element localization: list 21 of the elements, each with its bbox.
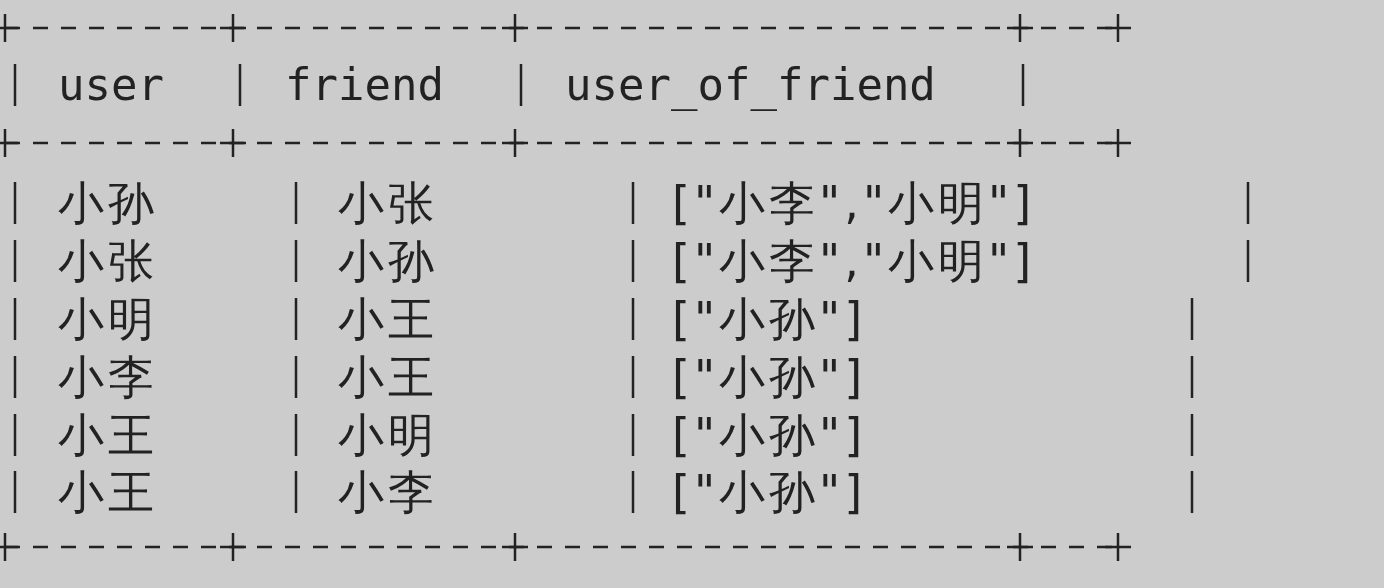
table-cell-text: 小张 <box>58 233 158 290</box>
table-cell-text: ["小孙"] <box>672 291 867 348</box>
table-cell-text: 小明 <box>58 291 158 348</box>
table-cell-text: 小王 <box>58 464 158 521</box>
table-cell-text: 小李 <box>338 464 438 521</box>
table-cell-text: 小孙 <box>338 233 438 290</box>
table-cell-text: ["小孙"] <box>672 407 867 464</box>
table-cell-text: ["小孙"] <box>672 349 867 406</box>
table-cell-text: 小李 <box>58 349 158 406</box>
table-cell-text: ["小孙"] <box>672 464 867 521</box>
table-cell-text: ["小李","小明"] <box>672 175 1036 232</box>
table-cell-text: 小王 <box>338 291 438 348</box>
table-cell-text: 小孙 <box>58 175 158 232</box>
table-cell-text: 小王 <box>338 349 438 406</box>
table-cell-text: user_of_friend <box>565 58 936 113</box>
table-cell-text: ["小李","小明"] <box>672 233 1036 290</box>
table-cell-text: user <box>58 58 164 112</box>
table-cell-text: 小明 <box>338 407 438 464</box>
table-cell-text: friend <box>285 58 444 112</box>
table-cell-text: 小王 <box>58 407 158 464</box>
table-cell-text: 小张 <box>338 175 438 232</box>
